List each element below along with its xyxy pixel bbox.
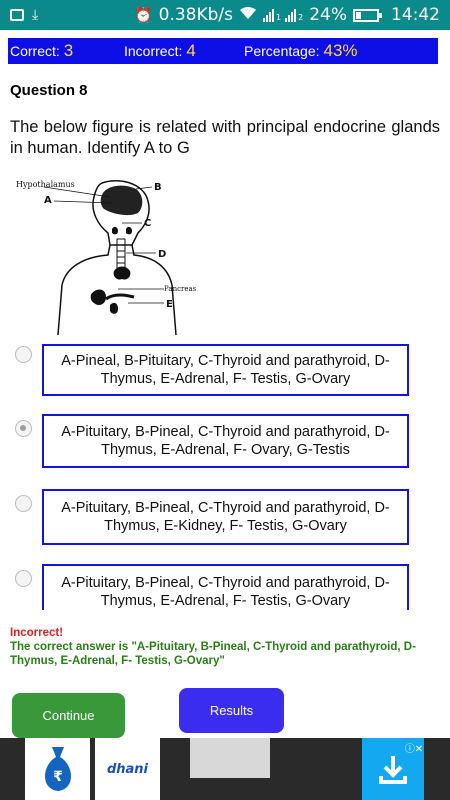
question-number: Question 8: [10, 82, 88, 99]
download-icon: ⤓: [32, 7, 39, 23]
ad-download[interactable]: [362, 738, 424, 800]
network-speed: 0.38Kb/s: [158, 5, 234, 25]
percentage-value: 43%: [323, 41, 358, 60]
alarm-icon: ⏰: [133, 6, 153, 24]
ad-image-2[interactable]: dhani: [95, 738, 160, 800]
incorrect-label: Incorrect:: [124, 43, 183, 59]
pancreas-label: Pancreas: [164, 285, 197, 293]
label-d: D: [158, 249, 166, 260]
ad-banner[interactable]: ₹ dhani ⓘ✕: [0, 738, 450, 800]
wifi-icon: [239, 6, 257, 24]
ad-image-3[interactable]: [190, 738, 270, 778]
label-a: A: [44, 195, 52, 206]
ad-brand: dhani: [106, 761, 149, 777]
label-e: E: [166, 299, 173, 310]
option-2-box[interactable]: A-Pituitary, B-Pineal, C-Thyroid and par…: [42, 414, 409, 468]
option-3[interactable]: A-Pituitary, B-Pineal, C-Thyroid and par…: [0, 489, 450, 549]
option-4-box[interactable]: A-Pituitary, B-Pineal, C-Thyroid and par…: [42, 564, 409, 610]
incorrect-value: 4: [186, 41, 196, 60]
option-3-box[interactable]: A-Pituitary, B-Pineal, C-Thyroid and par…: [42, 489, 409, 545]
label-c: C: [144, 218, 151, 229]
feedback-correct-answer: The correct answer is "A-Pituitary, B-Pi…: [10, 641, 416, 667]
option-1-radio[interactable]: [15, 346, 32, 363]
correct-value: 3: [63, 41, 74, 60]
score-bar: Correct: 3 Incorrect: 4 Percentage: 43%: [8, 38, 438, 64]
endocrine-glands-figure: Hypothalamus A B C D Pancreas E: [16, 180, 197, 335]
option-4[interactable]: A-Pituitary, B-Pineal, C-Thyroid and par…: [0, 564, 450, 624]
hypothalamus-label: Hypothalamus: [16, 180, 75, 189]
correct-label: Correct:: [10, 43, 60, 59]
adchoices-icon[interactable]: ⓘ✕: [404, 743, 424, 755]
incorrect-score: Incorrect: 4: [124, 41, 244, 61]
option-2-radio[interactable]: [15, 420, 32, 437]
question-text: The below figure is related with princip…: [10, 118, 440, 157]
option-4-radio[interactable]: [15, 570, 32, 587]
option-1[interactable]: A-Pineal, B-Pituitary, C-Thyroid and par…: [0, 344, 450, 404]
status-bar: ⤓ ⏰ 0.38Kb/s 1 2 24% 14:42: [0, 0, 450, 30]
percentage-score: Percentage: 43%: [244, 41, 358, 61]
option-1-box[interactable]: A-Pineal, B-Pituitary, C-Thyroid and par…: [42, 344, 409, 396]
continue-button[interactable]: Continue: [12, 693, 125, 738]
signal-icon: 1 2: [263, 8, 303, 22]
results-button[interactable]: Results: [179, 688, 284, 733]
percentage-label: Percentage:: [244, 43, 320, 59]
battery-percent: 24%: [309, 5, 347, 25]
ad-image-1[interactable]: ₹: [25, 738, 90, 800]
sim-label: 2: [298, 13, 304, 22]
option-3-radio[interactable]: [15, 495, 32, 512]
option-2[interactable]: A-Pituitary, B-Pineal, C-Thyroid and par…: [0, 414, 450, 474]
battery-icon: [353, 8, 382, 22]
download-icon: [379, 756, 407, 784]
svg-text:₹: ₹: [53, 769, 63, 785]
answer-feedback: Incorrect! The correct answer is "A-Pitu…: [10, 626, 440, 668]
label-b: B: [154, 182, 162, 193]
image-icon: [10, 9, 24, 21]
battery-fill: [356, 11, 361, 19]
money-bag-icon: ₹: [44, 747, 71, 791]
signal-label: 1: [276, 13, 282, 22]
correct-score: Correct: 3: [10, 41, 124, 61]
feedback-status: Incorrect!: [10, 627, 64, 639]
clock: 14:42: [391, 5, 440, 25]
